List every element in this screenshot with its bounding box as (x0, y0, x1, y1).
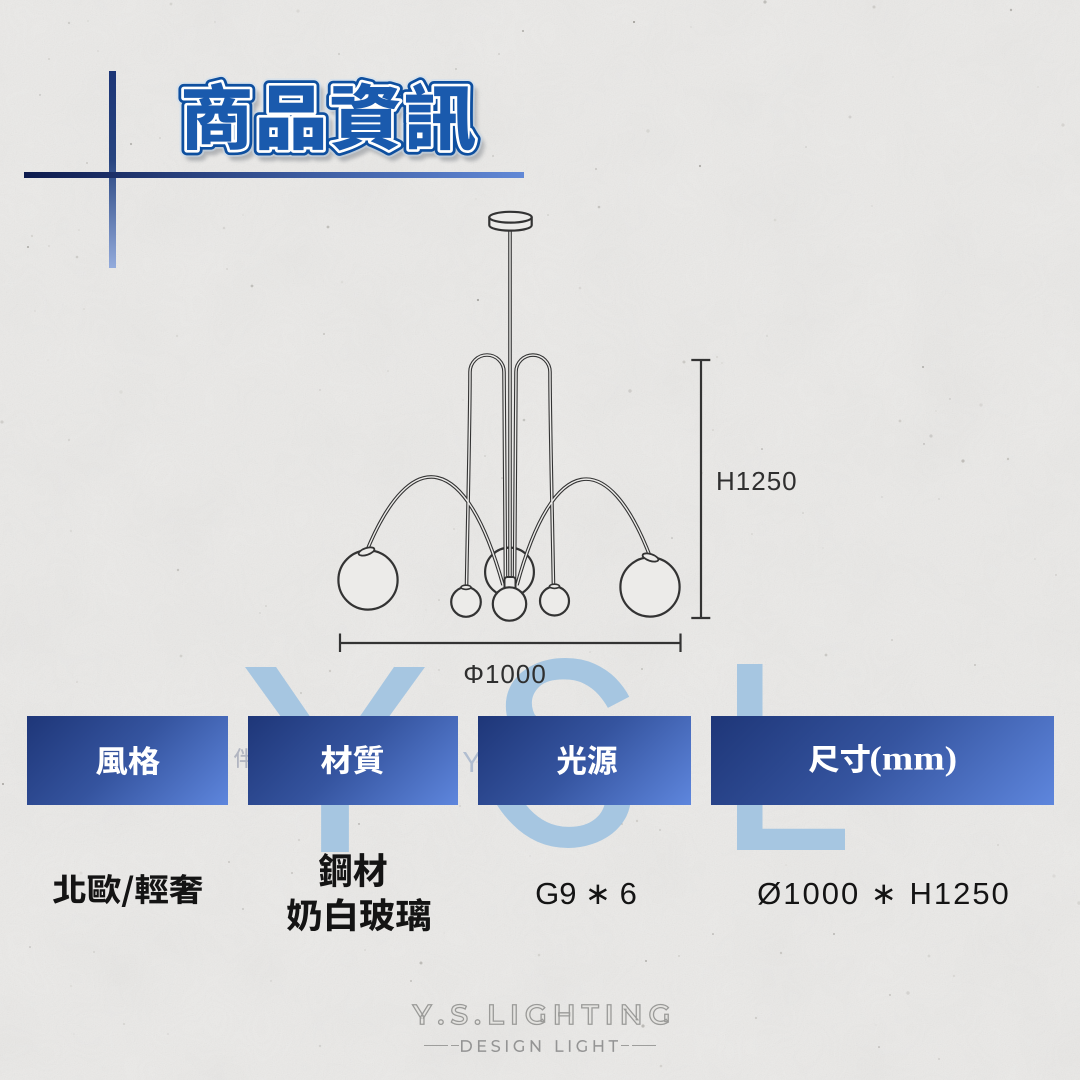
spec-value-style-glyphs (53, 873, 204, 907)
spec-value-light: G9 ∗ 6 (535, 876, 637, 911)
tagline-dash-right-long (631, 1044, 656, 1047)
spec-header-text: 光源 (478, 716, 502, 728)
diameter-dimension-label: Φ1000 (463, 659, 547, 689)
spec-header-text: 材質 (248, 716, 272, 728)
spec-header-text: 尺寸(mm) (711, 716, 763, 728)
brand-tagline-glyphs (460, 1040, 619, 1052)
tagline-dash-right-short (620, 1044, 629, 1047)
spec-value-material-line1-glyphs (319, 852, 387, 887)
tagline-dash-left-short (451, 1044, 459, 1047)
height-dimension-label: H1250 (716, 466, 798, 496)
spec-header-box-style: 風格 (27, 716, 228, 805)
header-cross-vertical-line (109, 71, 116, 268)
spec-header-size-glyphs (808, 744, 870, 774)
spec-header-style-glyphs (95, 745, 160, 775)
spec-value-material-line2-glyphs (286, 898, 430, 932)
spec-header-box-size: 尺寸(mm) (711, 716, 1054, 805)
watermark-ghost-letter-y (462, 751, 480, 772)
spec-header-size-mm-glyphs (870, 745, 956, 777)
spec-value-size: Ø1000 ∗ H1250 (757, 876, 1011, 911)
brand-logo-glyphs (410, 1003, 669, 1025)
spec-header-box-material: 材質 (248, 716, 458, 805)
spec-header-light-glyphs (557, 744, 618, 775)
spec-header-text: 風格 (27, 716, 51, 728)
header-cross-horizontal-line (24, 171, 524, 178)
spec-header-material-glyphs (321, 745, 384, 775)
spec-header-box-light: 光源 (478, 716, 691, 805)
watermark-ghost-char (233, 747, 253, 768)
tagline-dash-left-long (424, 1044, 448, 1047)
